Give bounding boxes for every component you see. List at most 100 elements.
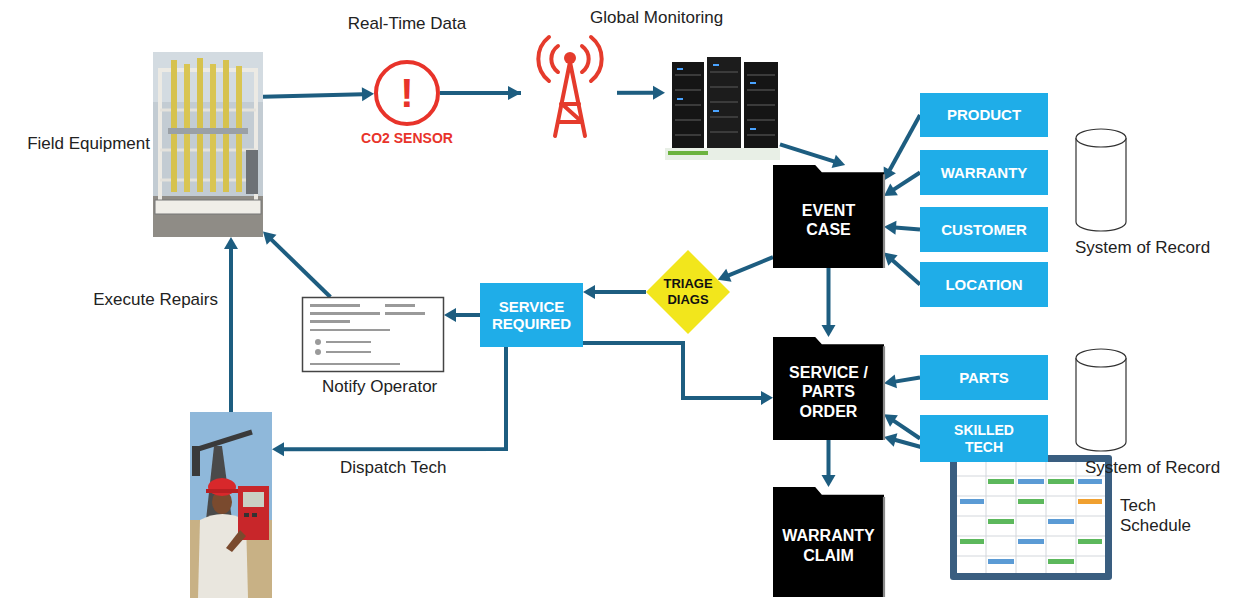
node-text: EVENT CASE — [787, 201, 871, 239]
equipment-illustration-part — [223, 60, 229, 192]
schedule-illustration-part-part — [1078, 499, 1102, 504]
antenna-tower-part — [521, 36, 617, 142]
arrowhead — [822, 475, 836, 487]
server-illustration-part-part — [713, 110, 719, 112]
cyl-outline-part — [1076, 129, 1126, 147]
notice-document-illustration-part-part — [315, 349, 321, 355]
arrowhead — [583, 285, 595, 299]
skilled-tech-box: SKILLED TECH — [920, 415, 1048, 462]
cyl-outline — [1075, 128, 1127, 232]
arrowhead — [761, 391, 773, 405]
schedule-illustration-part-part — [988, 559, 1014, 564]
schedule-illustration-part — [957, 462, 1105, 573]
schedule-illustration-part-part — [960, 539, 984, 544]
antenna-tower-part-part — [538, 37, 549, 81]
server-illustration-part-part — [747, 104, 775, 106]
server-illustration-part-part — [747, 89, 775, 91]
arrow-line — [893, 420, 920, 438]
server-illustration-part — [744, 62, 778, 148]
arrowhead — [272, 442, 284, 456]
product-box: PRODUCT — [920, 93, 1048, 137]
node-label: CO2 SENSOR — [347, 130, 467, 147]
technician-illustration-part — [243, 492, 264, 507]
edge-label: Dispatch Tech — [338, 458, 448, 478]
arrow-line — [892, 260, 920, 285]
server-illustration-part-part — [710, 101, 738, 103]
equipment-illustration-part — [168, 128, 248, 134]
node-label: System of Record — [1085, 458, 1245, 478]
server-illustration-part-part — [675, 119, 701, 121]
folder-outline-part — [883, 346, 885, 440]
arrowhead — [884, 414, 898, 427]
equipment-illustration-part — [153, 52, 263, 237]
technician-illustration-part — [238, 486, 269, 540]
node-label: Real-Time Data — [337, 14, 477, 34]
server-illustration-part — [707, 57, 741, 148]
technician-illustration-part — [208, 478, 236, 496]
arrowhead — [884, 433, 897, 447]
server-illustration-part-part — [710, 86, 738, 88]
node-label: Global Monitoring — [590, 8, 770, 28]
parts-box: PARTS — [920, 355, 1048, 400]
arrowhead — [653, 86, 665, 100]
arrow-line — [893, 173, 920, 190]
co2-sensor: Real-Time Data!CO2 SENSOR — [374, 60, 440, 126]
notice-document-illustration-part-part — [310, 329, 390, 331]
technician-photo — [190, 412, 272, 598]
triage-diamond: TRIAGE DIAGS — [646, 250, 730, 334]
equipment-illustration-part — [197, 58, 203, 192]
flow-arrow — [583, 285, 646, 299]
notice-document-illustration-part-part — [310, 304, 360, 307]
server-illustration-part — [675, 72, 775, 135]
server-illustration-part-part — [677, 68, 683, 70]
antenna-tower-part — [508, 86, 521, 100]
schedule-illustration-part-part — [957, 536, 1105, 537]
arrow-line — [895, 228, 920, 230]
notice-document-illustration-part-part — [315, 339, 321, 345]
schedule-illustration-part-part — [1048, 479, 1074, 484]
antenna-tower — [508, 36, 617, 142]
schedule-illustration-part-part — [1048, 519, 1074, 524]
arrow-line — [889, 115, 920, 171]
notice-document-illustration-part-part — [326, 351, 371, 353]
notice-document-illustration-part-part — [385, 304, 415, 307]
server-illustration — [665, 57, 780, 160]
arrow-line — [263, 94, 363, 97]
folder-outline-part — [883, 174, 885, 268]
schedule-illustration-part-part — [960, 499, 984, 504]
customer-box: CUSTOMER — [920, 207, 1048, 252]
flow-arrow — [884, 115, 920, 180]
node-text: WARRANTY CLAIM — [779, 526, 879, 564]
notice-document-illustration-part — [303, 298, 444, 372]
notice-document-illustration-part — [310, 304, 425, 365]
node-text: PRODUCT — [947, 106, 1021, 123]
server-illustration-part-part — [747, 74, 775, 76]
arrowhead — [884, 253, 898, 266]
flow-arrow — [780, 144, 845, 168]
flow-arrow — [583, 343, 773, 405]
schedule-illustration-part-part — [1076, 462, 1077, 573]
diamond-outline-part — [646, 250, 730, 334]
flow-arrow — [884, 375, 920, 389]
schedule-illustration-part — [960, 479, 1102, 564]
flow-arrow — [822, 268, 836, 337]
flow-arrow — [884, 173, 920, 196]
technician-illustration — [190, 412, 272, 598]
schedule-illustration-part-part — [1018, 479, 1044, 484]
schedule-illustration-part-part — [1078, 539, 1102, 544]
arrowhead — [224, 237, 238, 249]
database-cylinder: System of Record — [1075, 348, 1127, 452]
arrowhead — [884, 221, 896, 235]
claim-folder: WARRANTY CLAIM — [773, 487, 884, 597]
node-text: SKILLED TECH — [944, 422, 1024, 454]
node-text: LOCATION — [945, 276, 1022, 293]
schedule-illustration-part-part — [1016, 462, 1017, 573]
cyl-outline-part — [1076, 358, 1126, 451]
edge-label: Execute Repairs — [56, 290, 220, 310]
cyl-outline — [1075, 348, 1127, 452]
flow-arrow — [263, 231, 330, 297]
node-label: Field Equipment — [6, 134, 150, 154]
server-rack: Global Monitoring — [665, 55, 780, 160]
flow-arrow — [224, 237, 238, 412]
